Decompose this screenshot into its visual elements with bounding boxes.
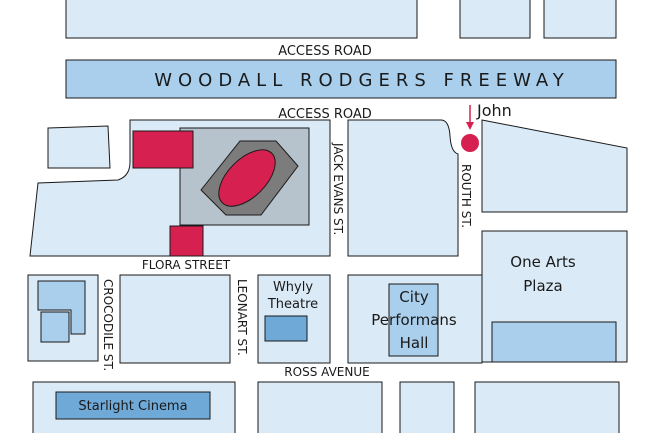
lower-left-building-2 <box>40 311 70 343</box>
block-top-mid <box>459 0 531 39</box>
one-arts-plaza-label-2: Plaza <box>523 277 562 295</box>
block-crocodile-leonart <box>119 274 231 364</box>
city-hall-label-2: Performans <box>371 311 457 329</box>
starlight-cinema-building <box>55 391 211 420</box>
marker-location-dot[interactable] <box>461 134 479 152</box>
freeway <box>65 59 617 99</box>
marker-label: John <box>476 101 512 120</box>
block-center <box>347 119 459 257</box>
routh-street-label: ROUTH ST. <box>459 164 473 228</box>
leonart-street-label: LEONART ST. <box>235 279 249 356</box>
city-hall-building <box>388 283 439 357</box>
block-left-small <box>47 125 111 169</box>
one-arts-plaza-label-1: One Arts <box>510 253 576 271</box>
block-top-left <box>65 0 418 39</box>
whyly-theatre-label-1: Whyly <box>273 280 313 295</box>
ross-avenue-label: ROSS AVENUE <box>284 365 369 379</box>
arena-building-top <box>132 130 194 169</box>
access-road-top-label: ACCESS ROAD <box>278 44 372 59</box>
block-bottom-2 <box>257 381 383 433</box>
jack-evans-street-label: JACK EVANS ST. <box>331 142 345 235</box>
city-hall-label-3: Hall <box>400 334 429 352</box>
access-road-bottom-label: ACCESS ROAD <box>278 107 372 122</box>
crocodile-street-label: CROCODILE ST. <box>101 279 115 371</box>
arena-stadium <box>218 149 276 207</box>
block-top-right <box>543 0 617 39</box>
starlight-cinema-label: Starlight Cinema <box>78 399 187 414</box>
block-bottom-3 <box>399 381 455 433</box>
flora-street-label: FLORA STREET <box>142 258 231 272</box>
city-hall-label-1: City <box>399 288 429 306</box>
one-arts-plaza-building <box>491 321 617 363</box>
block-east <box>481 119 628 213</box>
marker-arrow-head <box>466 122 474 130</box>
freeway-label: WOODALL RODGERS FREEWAY <box>154 70 570 91</box>
lower-left-building <box>37 280 86 335</box>
arena-building-bottom <box>169 225 204 257</box>
block-bottom-4 <box>474 381 620 433</box>
whyly-theatre-label-2: Theatre <box>267 297 318 312</box>
whyly-theatre-building <box>264 315 308 342</box>
